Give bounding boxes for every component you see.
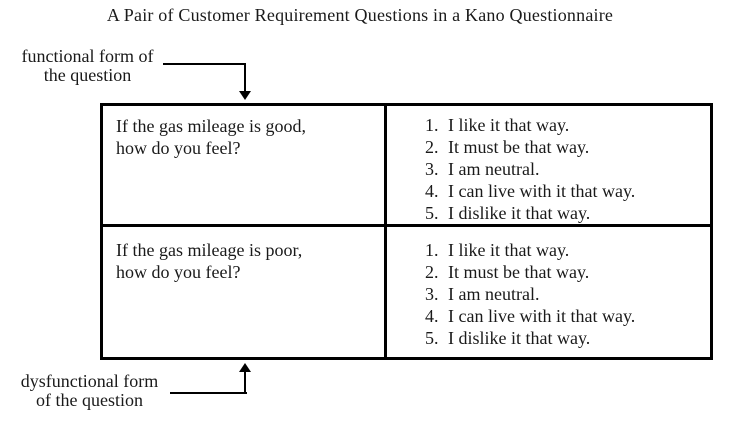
functional-form-label: functional form of the question	[10, 47, 165, 85]
option-item: 3. I am neutral.	[425, 158, 706, 180]
option-text: I am neutral.	[448, 284, 540, 304]
option-text: I dislike it that way.	[448, 203, 591, 223]
question-line: If the gas mileage is poor,	[116, 240, 303, 260]
option-text: I can live with it that way.	[448, 306, 636, 326]
option-text: It must be that way.	[448, 262, 590, 282]
functional-form-label-line2: the question	[43, 65, 132, 85]
option-number: 5.	[425, 203, 439, 223]
table-row-dysfunctional: If the gas mileage is poor, how do you f…	[103, 227, 710, 357]
dysfunctional-arrowhead-up-icon	[239, 363, 251, 372]
option-item: 3. I am neutral.	[425, 283, 706, 305]
figure-title: A Pair of Customer Requirement Questions…	[106, 5, 614, 25]
functional-arrow-horizontal-line	[163, 63, 246, 65]
option-text: I can live with it that way.	[448, 181, 636, 201]
option-number: 1.	[425, 240, 439, 260]
functional-form-label-line1: functional form of	[21, 46, 154, 66]
question-line: how do you feel?	[116, 262, 241, 282]
dysfunctional-form-label-line2: of the question	[36, 390, 143, 410]
question-cell-dysfunctional: If the gas mileage is poor, how do you f…	[103, 227, 387, 357]
table-row-functional: If the gas mileage is good, how do you f…	[103, 106, 710, 227]
option-item: 5. I dislike it that way.	[425, 327, 706, 349]
option-number: 1.	[425, 115, 439, 135]
option-number: 4.	[425, 181, 439, 201]
functional-arrow-stem	[244, 63, 246, 92]
kano-questionnaire-table: If the gas mileage is good, how do you f…	[100, 103, 713, 360]
option-number: 2.	[425, 262, 439, 282]
option-text: I am neutral.	[448, 159, 540, 179]
dysfunctional-arrow-horizontal-line	[170, 392, 247, 394]
option-text: I like it that way.	[448, 240, 570, 260]
options-cell-dysfunctional: 1. I like it that way. 2. It must be tha…	[387, 227, 710, 357]
option-item: 2. It must be that way.	[425, 261, 706, 283]
question-cell-functional: If the gas mileage is good, how do you f…	[103, 106, 387, 224]
option-item: 4. I can live with it that way.	[425, 180, 706, 202]
option-text: It must be that way.	[448, 137, 590, 157]
question-line: how do you feel?	[116, 138, 241, 158]
dysfunctional-arrow-stem	[244, 371, 246, 394]
option-number: 3.	[425, 159, 439, 179]
option-item: 5. I dislike it that way.	[425, 202, 706, 224]
option-item: 1. I like it that way.	[425, 239, 706, 261]
functional-arrowhead-down-icon	[239, 91, 251, 100]
question-line: If the gas mileage is good,	[116, 116, 306, 136]
option-number: 3.	[425, 284, 439, 304]
option-item: 2. It must be that way.	[425, 136, 706, 158]
option-item: 4. I can live with it that way.	[425, 305, 706, 327]
dysfunctional-form-label: dysfunctional form of the question	[8, 372, 171, 410]
option-number: 5.	[425, 328, 439, 348]
option-number: 2.	[425, 137, 439, 157]
dysfunctional-form-label-line1: dysfunctional form	[20, 371, 159, 391]
option-text: I dislike it that way.	[448, 328, 591, 348]
options-cell-functional: 1. I like it that way. 2. It must be tha…	[387, 106, 710, 224]
option-item: 1. I like it that way.	[425, 114, 706, 136]
option-number: 4.	[425, 306, 439, 326]
option-text: I like it that way.	[448, 115, 570, 135]
